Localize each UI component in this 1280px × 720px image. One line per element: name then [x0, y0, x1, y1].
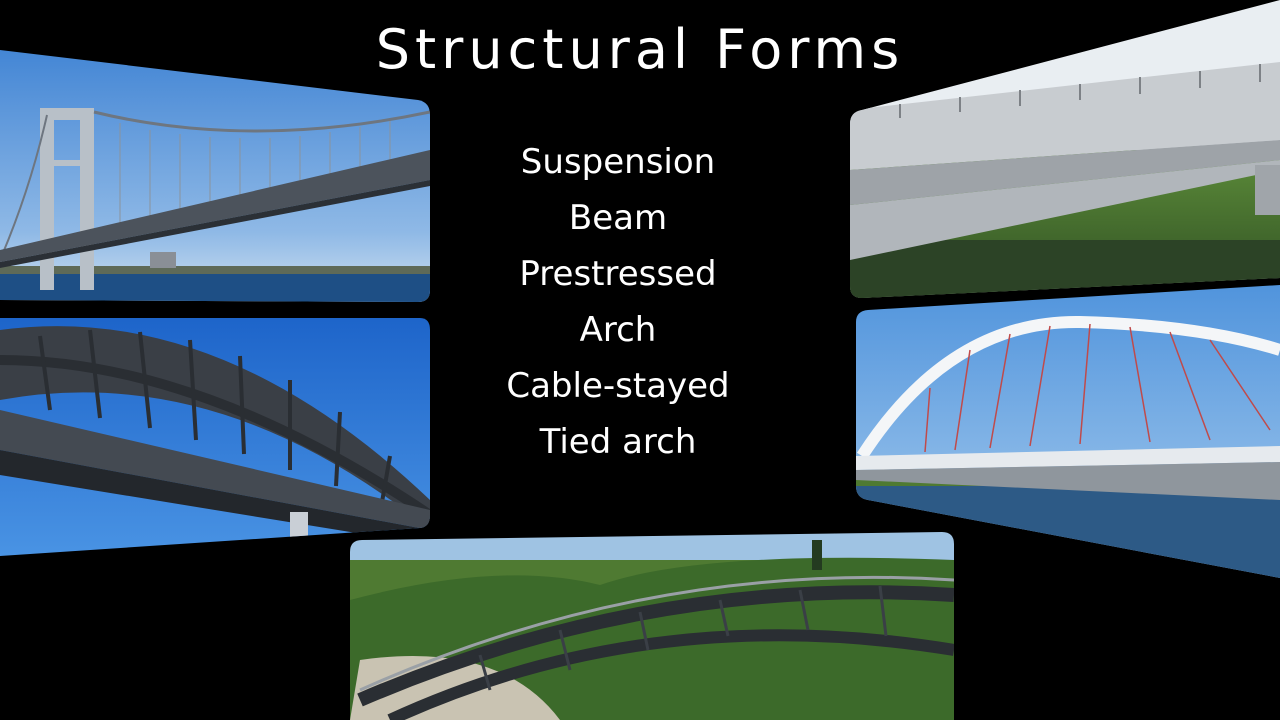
tied-arch-bridge-photo: [856, 285, 1280, 578]
slide-title: Structural Forms: [375, 18, 905, 81]
list-item: Tied arch: [539, 422, 697, 462]
list-item: Prestressed: [519, 254, 717, 294]
iron-arch-footbridge-photo: [350, 532, 954, 720]
steel-arch-bridge-photo: [0, 318, 430, 556]
list-item: Cable-stayed: [506, 366, 730, 406]
list-item: Suspension: [520, 142, 716, 182]
list-item: Arch: [579, 310, 657, 350]
list-item: Beam: [568, 198, 668, 238]
structural-forms-list: Suspension Beam Prestressed Arch Cable-s…: [468, 134, 768, 470]
